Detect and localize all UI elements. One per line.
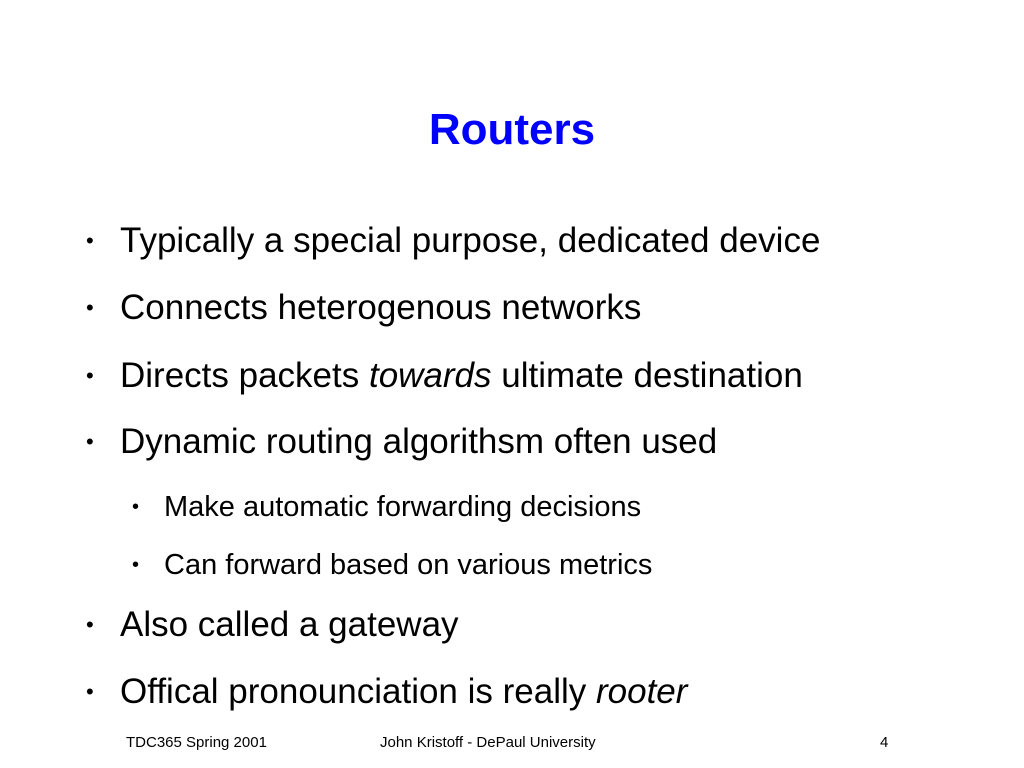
bullet-glyph: • xyxy=(132,496,140,518)
footer-page-number: 4 xyxy=(880,734,889,751)
bullet-text: ultimate destination xyxy=(491,356,803,395)
footer-author: John Kristoff - DePaul University xyxy=(380,734,596,751)
bullet-glyph: • xyxy=(132,554,140,576)
bullet-text: Also called a gateway xyxy=(120,605,459,644)
bullet-text: Directs packets xyxy=(120,356,369,395)
bullet-item: • Directs packets towards ultimate destin… xyxy=(86,356,803,396)
bullet-emphasis: towards xyxy=(368,356,492,395)
bullet-glyph: • xyxy=(86,295,94,320)
bullet-glyph: • xyxy=(86,679,94,704)
bullet-text: Dynamic routing algorithsm often used xyxy=(120,422,718,461)
bullet-text: Connects heterogenous networks xyxy=(120,288,642,327)
sub-bullet-item: • Make automatic forwarding decisions xyxy=(132,487,641,527)
bullet-glyph: • xyxy=(86,363,94,388)
bullet-item: • Dynamic routing algorithsm often used xyxy=(86,422,717,462)
bullet-text: Make automatic forwarding decisions xyxy=(164,491,642,523)
bullet-glyph: • xyxy=(86,612,94,637)
sub-bullet-item: • Can forward based on various metrics xyxy=(132,545,652,585)
bullet-text: Can forward based on various metrics xyxy=(164,549,653,581)
bullet-glyph: • xyxy=(86,429,94,454)
bullet-item: • Offical pronounciation is really rooter xyxy=(86,672,687,712)
slide-title: Routers xyxy=(428,105,596,154)
bullet-glyph: • xyxy=(86,228,94,253)
bullet-text: Typically a special purpose, dedicated d… xyxy=(120,221,821,260)
bullet-item: • Connects heterogenous networks xyxy=(86,288,641,328)
bullet-emphasis: rooter xyxy=(596,672,688,711)
footer-course: TDC365 Spring 2001 xyxy=(126,734,267,751)
bullet-item: • Typically a special purpose, dedicated … xyxy=(86,221,820,261)
bullet-item: • Also called a gateway xyxy=(86,605,459,645)
bullet-text: Offical pronounciation is really xyxy=(120,672,596,711)
